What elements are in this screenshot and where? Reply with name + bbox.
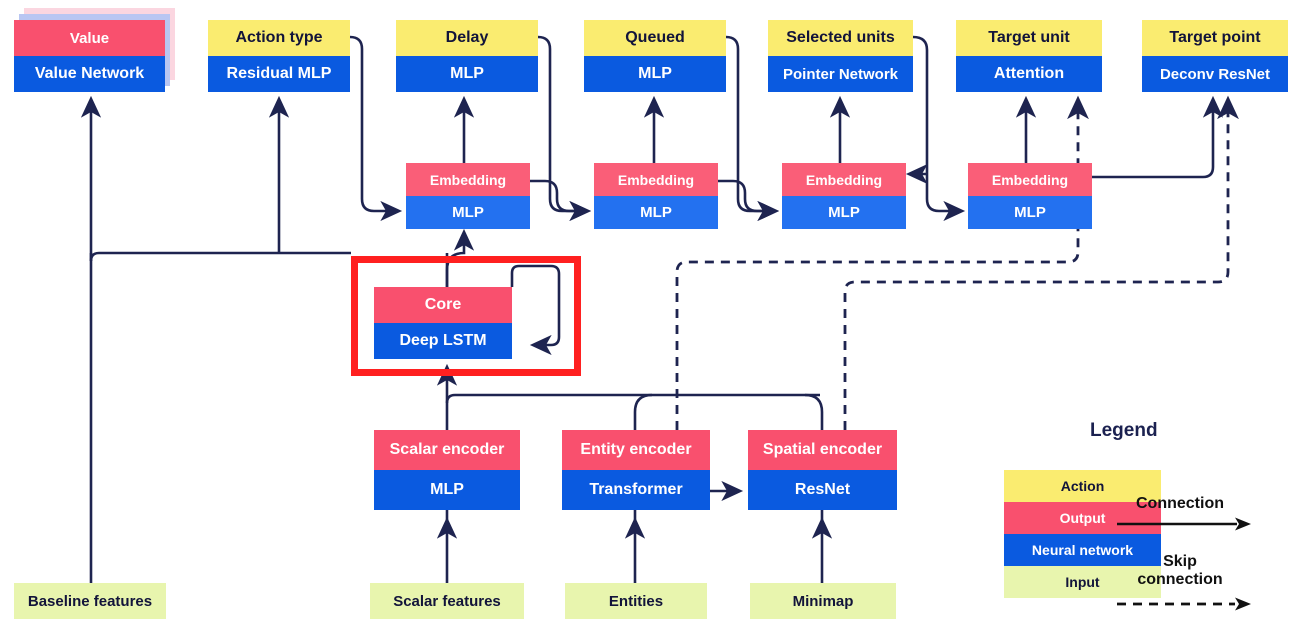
encoder-spatial[interactable]: Spatial encoder ResNet xyxy=(748,430,897,510)
input-entities[interactable]: Entities xyxy=(565,583,707,619)
head-delay[interactable]: Delay MLP xyxy=(396,20,538,92)
head-action-type-network: Residual MLP xyxy=(208,56,350,92)
input-scalar-features[interactable]: Scalar features xyxy=(370,583,524,619)
head-queued-network: MLP xyxy=(584,56,726,92)
encoder-scalar[interactable]: Scalar encoder MLP xyxy=(374,430,520,510)
head-target-unit-action: Target unit xyxy=(956,20,1102,56)
embedding-2-output: Embedding xyxy=(594,163,718,196)
embedding-2[interactable]: Embedding MLP xyxy=(594,163,718,229)
legend-title: Legend xyxy=(1090,420,1158,441)
legend-swatch-stack: Action Output Neural network Input xyxy=(1004,470,1161,598)
head-delay-network: MLP xyxy=(396,56,538,92)
legend-skip-arrow xyxy=(1117,597,1251,611)
embedding-3[interactable]: Embedding MLP xyxy=(782,163,906,229)
core-output: Core xyxy=(374,287,512,323)
head-selected-units-action: Selected units xyxy=(768,20,913,56)
head-action-type-action: Action type xyxy=(208,20,350,56)
input-minimap[interactable]: Minimap xyxy=(750,583,896,619)
legend-skip-label-line1: Skip xyxy=(1163,553,1197,570)
head-delay-action: Delay xyxy=(396,20,538,56)
embedding-2-network: MLP xyxy=(594,196,718,229)
head-target-point[interactable]: Target point Deconv ResNet xyxy=(1142,20,1288,92)
core-block[interactable]: Core Deep LSTM xyxy=(374,287,512,359)
head-queued[interactable]: Queued MLP xyxy=(584,20,726,92)
embedding-1-output: Embedding xyxy=(406,163,530,196)
embedding-4-network: MLP xyxy=(968,196,1092,229)
encoder-entity[interactable]: Entity encoder Transformer xyxy=(562,430,710,510)
legend-swatch-action: Action xyxy=(1004,470,1161,502)
legend-skip-label: Skip connection xyxy=(1137,553,1222,590)
core-network: Deep LSTM xyxy=(374,323,512,359)
encoder-spatial-output: Spatial encoder xyxy=(748,430,897,470)
head-selected-units[interactable]: Selected units Pointer Network xyxy=(768,20,913,92)
head-value[interactable]: Value Value Network xyxy=(14,20,165,92)
embedding-1[interactable]: Embedding MLP xyxy=(406,163,530,229)
head-action-type[interactable]: Action type Residual MLP xyxy=(208,20,350,92)
legend-connection-label: Connection xyxy=(1136,495,1224,512)
encoder-entity-output: Entity encoder xyxy=(562,430,710,470)
input-baseline-features[interactable]: Baseline features xyxy=(14,583,166,619)
encoder-scalar-network: MLP xyxy=(374,470,520,510)
head-target-point-action: Target point xyxy=(1142,20,1288,56)
encoder-spatial-network: ResNet xyxy=(748,470,897,510)
encoder-entity-network: Transformer xyxy=(562,470,710,510)
legend-skip-label-line2: connection xyxy=(1137,571,1223,589)
legend-connection-arrow xyxy=(1117,517,1251,531)
legend-swatch-input: Input xyxy=(1004,566,1161,598)
embedding-4-output: Embedding xyxy=(968,163,1092,196)
embedding-4[interactable]: Embedding MLP xyxy=(968,163,1092,229)
embedding-3-network: MLP xyxy=(782,196,906,229)
encoder-scalar-output: Scalar encoder xyxy=(374,430,520,470)
head-value-action: Value xyxy=(14,20,165,56)
embedding-3-output: Embedding xyxy=(782,163,906,196)
legend-swatch-neural-network: Neural network xyxy=(1004,534,1161,566)
head-target-unit-network: Attention xyxy=(956,56,1102,92)
legend-swatch-output: Output xyxy=(1004,502,1161,534)
head-queued-action: Queued xyxy=(584,20,726,56)
embedding-1-network: MLP xyxy=(406,196,530,229)
core-highlight-box xyxy=(351,256,581,376)
head-value-network: Value Network xyxy=(14,56,165,92)
head-target-unit[interactable]: Target unit Attention xyxy=(956,20,1102,92)
head-target-point-network: Deconv ResNet xyxy=(1142,56,1288,92)
head-selected-units-network: Pointer Network xyxy=(768,56,913,92)
